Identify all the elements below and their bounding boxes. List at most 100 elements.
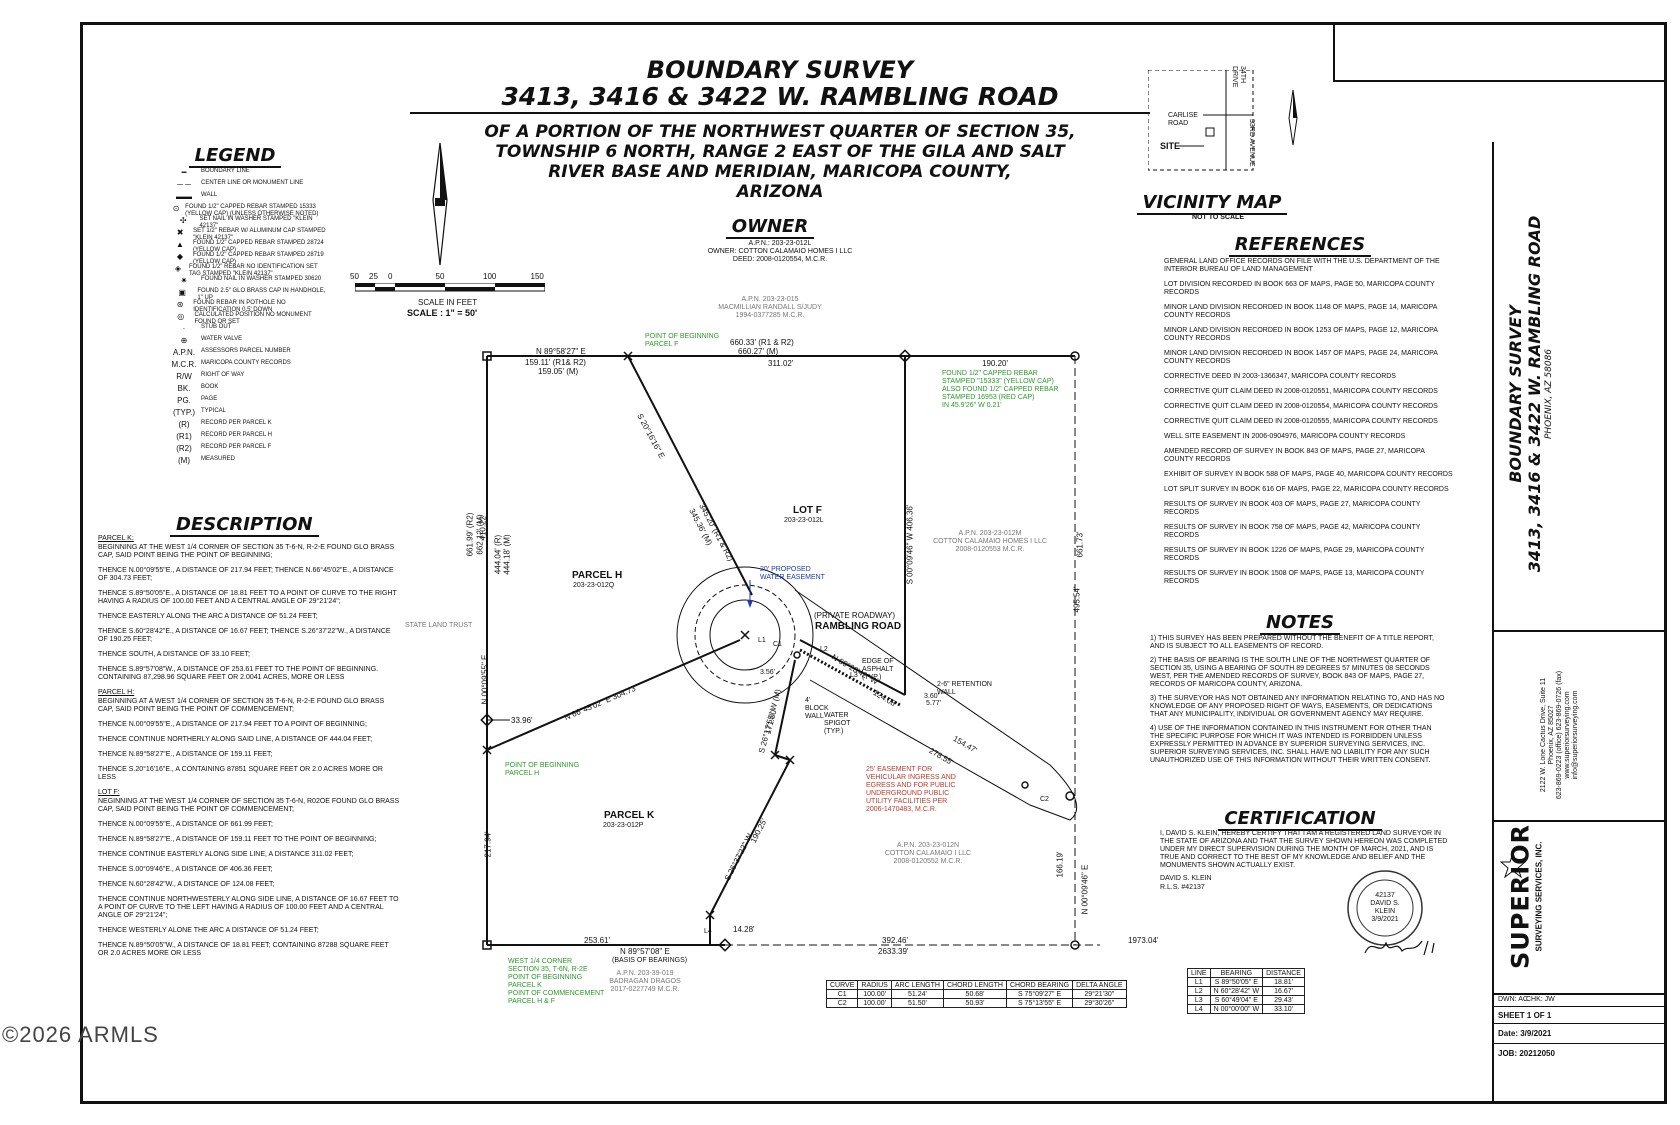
west-corner-line3: POINT OF BEGINNING — [508, 974, 583, 981]
legend-symbol: ✣ — [179, 216, 187, 225]
north-dist-a: 159.11' (R1& R2) — [525, 358, 586, 367]
legend-item: ─ ─ CENTER LINE OR MONUMENT LINE — [167, 180, 327, 192]
owner-block: A.P.N.: 203-23-012L OWNER: COTTON CALAMA… — [680, 240, 880, 264]
reference-item: LOT DIVISION RECORDED IN BOOK 663 OF MAP… — [1164, 281, 1435, 296]
east-dist-e: 166.19' — [1055, 851, 1065, 878]
company-logo: SUPERIOR SURVEYING SERVICES, INC. — [1507, 822, 1544, 972]
west-dist-d: 444.04' (R) — [493, 534, 503, 575]
legend-item: ━ BOUNDARY LINE — [167, 168, 327, 180]
south-basis: (BASIS OF BEARINGS) — [612, 957, 688, 964]
neighbor-southeast-line3: 2008-0120552 M.C.R. — [893, 858, 963, 865]
table-header-cell: CHORD BEARING — [1005, 980, 1074, 990]
legend-item: ⊛FOUND REBAR IN POTHOLE NO IDENTIFICATIO… — [167, 300, 327, 313]
east-dist-c: 661.73' — [1075, 531, 1085, 558]
scale-tick: 50 — [435, 272, 445, 281]
neighbor-east-line1: A.P.N. 203-23-012M — [958, 530, 1022, 537]
east-dist-b: 495.54' — [1072, 586, 1082, 613]
south-dist-d: 1973.04' — [1128, 936, 1159, 945]
title-line1: BOUNDARY SURVEY — [646, 56, 914, 84]
table-cell: 51.50' — [890, 998, 944, 1008]
reference-item: CORRECTIVE QUIT CLAIM DEED IN 2008-01205… — [1164, 388, 1438, 395]
description-paragraph: THENCE WESTERLY ALONE THE ARC A DISTANCE… — [98, 927, 319, 934]
legend-text: STUB OUT — [201, 324, 232, 330]
parcel-h-text: BEGINNING AT A WEST 1/4 CORNER OF SECTIO… — [98, 698, 400, 782]
description-paragraph: THENCE CONTINUE NORTHERLY ALONG SAID LIN… — [98, 736, 373, 743]
ret-dist-a: 3.60' — [924, 693, 939, 700]
reference-item: RESULTS OF SURVEY IN BOOK 758 OF MAPS, P… — [1164, 524, 1421, 539]
legend-text: CENTER LINE OR MONUMENT LINE — [201, 180, 304, 186]
table-cell: N 60°28'42" W — [1209, 986, 1264, 996]
description-paragraph: THENCE N.00°09'55"E., A DISTANCE OF 217.… — [98, 721, 367, 728]
table-cell: 100.00' — [857, 998, 892, 1008]
legend-text: BOUNDARY LINE — [201, 168, 250, 174]
legend-text: RIGHT OF WAY — [201, 372, 245, 378]
legend-symbol: (R2) — [176, 444, 192, 453]
tb-title-line1: BOUNDARY SURVEY — [1506, 305, 1525, 483]
description-paragraph: THENCE N.00°09'55"E., A DISTANCE OF 661.… — [98, 821, 273, 828]
legend-item: ▬▬WALL — [167, 192, 327, 204]
easement-note: 25' EASEMENT FOR VEHICULAR INGRESS AND E… — [866, 766, 956, 814]
owner-apn: A.P.N.: 203-23-012L — [748, 240, 812, 247]
legend-symbol: ━ — [181, 168, 187, 177]
legend-text: RECORD PER PARCEL K — [201, 420, 272, 426]
legend-item: (TYP.)TYPICAL — [167, 408, 327, 420]
description-paragraph: THENCE S.89°57'08"W., A DISTANCE OF 253.… — [98, 666, 379, 681]
lot-f-label: LOT F — [793, 505, 822, 516]
reference-item: MINOR LAND DIVISION RECORDED IN BOOK 125… — [1164, 327, 1438, 342]
subtitle-line4: ARIZONA — [736, 182, 824, 202]
west-corner-line6: PARCEL H & F — [508, 998, 556, 1005]
table-cell: S 89°50'05" E — [1209, 977, 1264, 987]
legend-item: ◎CALCULATED POSITION NO MONUMENT FOUND O… — [167, 312, 327, 325]
tb-address-line4: www.superiorsurveying.com — [1564, 691, 1571, 779]
legend-item: ▲FOUND 1/2" CAPPED REBAR STAMPED 28724 (… — [167, 240, 327, 253]
neighbor-east: A.P.N. 203-23-012M COTTON CALAMAIO HOMES… — [930, 530, 1050, 554]
table-cell: 51.24' — [890, 989, 944, 999]
references-list: GENERAL LAND OFFICE RECORDS ON FILE WITH… — [1164, 258, 1454, 593]
company-name: SUPERIOR — [1506, 823, 1535, 970]
lot-f-title: LOT F: — [98, 789, 120, 796]
legend-symbol: (M) — [178, 456, 190, 465]
vicinity-site: SITE — [1160, 141, 1181, 151]
tb-divider-1 — [1494, 630, 1667, 632]
water-spigot-label: WATER SPIGOT (TYP.) — [824, 712, 851, 735]
tb-divider-2 — [1494, 820, 1667, 822]
table-cell: 100.00' — [857, 989, 892, 999]
legend-text: WATER VALVE — [201, 336, 243, 342]
legend-symbol: ◆ — [176, 252, 184, 261]
tb-address-line2: Phoenix, AZ 85027 — [1548, 705, 1555, 765]
tb-divider-3 — [1494, 993, 1667, 995]
easement-line3: EGRESS AND FOR PUBLIC — [866, 782, 956, 789]
seal-last-name: KLEIN — [1374, 908, 1396, 915]
tb-address-line1: 2122 W. Lone Cactus Drive, Suite 11 — [1540, 677, 1547, 793]
water-easement-line1: 20' PROPOSED — [760, 566, 811, 573]
table-cell: L1 — [1187, 977, 1211, 987]
north-dist-d: 660.27' (M) — [738, 347, 779, 356]
water-easement-label: 20' PROPOSED WATER EASEMENT — [760, 566, 825, 582]
legend-symbol: · — [182, 324, 186, 333]
table-cell: 29°21'30" — [1072, 989, 1127, 999]
seal-number: 42137 — [1375, 892, 1395, 899]
retention-wall-label: 2-6" RETENTION WALL — [937, 681, 992, 696]
table-header-cell: LINE — [1187, 968, 1211, 978]
description-paragraph: NEGINNING AT THE WEST 1/4 CORNER OF SECT… — [98, 798, 400, 813]
legend-symbol: ⊛ — [176, 300, 184, 309]
west-corner-line4: PARCEL K — [508, 982, 542, 989]
legend-symbol: M.C.R. — [171, 360, 197, 369]
legend-symbol: (R) — [178, 420, 190, 429]
reference-item: AMENDED RECORD OF SURVEY IN BOOK 843 OF … — [1164, 448, 1425, 463]
description-paragraph: THENCE S.60°28'42"E., A DISTANCE OF 16.6… — [98, 628, 391, 643]
state-land-label: STATE LAND TRUST — [405, 622, 473, 629]
legend-item: (R) RECORD PER PARCEL K — [167, 420, 327, 432]
table-cell: 50.68' — [942, 989, 1007, 999]
description-paragraph: THENCE CONTINUE EASTERLY ALONG SIDE LINE… — [98, 851, 354, 858]
legend-symbol: ─ ─ — [177, 180, 191, 189]
tb-checked: CHK: JW — [1526, 996, 1555, 1003]
table-header-cell: DISTANCE — [1262, 968, 1305, 978]
reference-item: RESULTS OF SURVEY IN BOOK 403 OF MAPS, P… — [1164, 501, 1421, 516]
scale-label: SCALE IN FEET — [418, 298, 478, 307]
vicinity-road1: CARLISE ROAD — [1168, 112, 1198, 127]
legend-symbol: (R1) — [176, 432, 192, 441]
